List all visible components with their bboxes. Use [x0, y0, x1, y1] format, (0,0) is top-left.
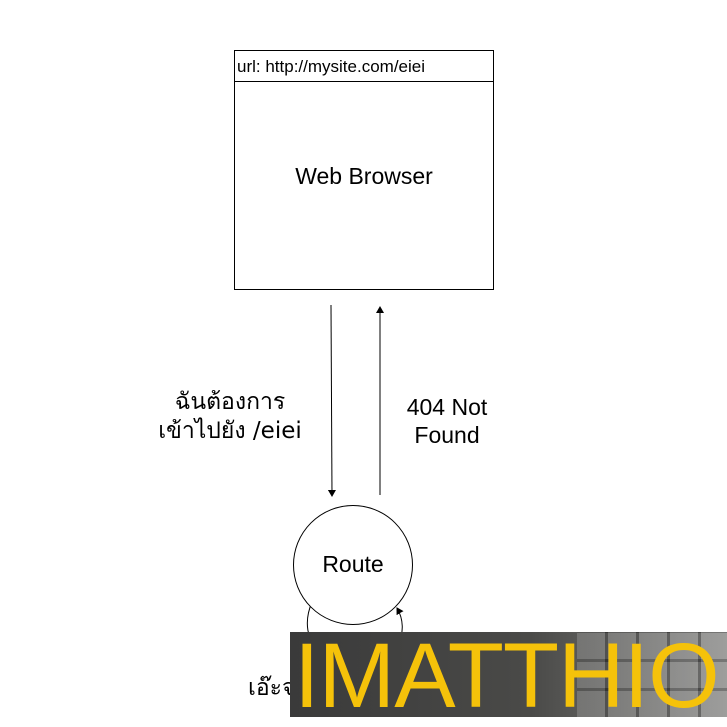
watermark-banner: IMATTHIO [290, 632, 727, 717]
keyboard-background [577, 632, 727, 717]
request-arrow [327, 304, 336, 497]
response-label: 404 Not Found [385, 393, 509, 449]
request-label-line2: เข้าไปยัง /eiei [158, 418, 302, 444]
self-loop-label: เอ๊ะจ [248, 675, 296, 701]
url-bar: url: http://mysite.com/eiei [235, 51, 493, 82]
web-browser-label: Web Browser [295, 163, 433, 189]
web-browser-box: url: http://mysite.com/eiei Web Browser [234, 50, 494, 290]
response-label-line2: Found [414, 422, 480, 448]
route-node [293, 505, 413, 625]
route-label: Route [322, 551, 384, 577]
watermark-text: IMATTHIO [294, 632, 720, 717]
response-label-line1: 404 Not [406, 394, 488, 420]
request-label-line1: ฉันต้องการ [174, 389, 286, 415]
request-label: ฉันต้องการ เข้าไปยัง /eiei [140, 388, 320, 446]
